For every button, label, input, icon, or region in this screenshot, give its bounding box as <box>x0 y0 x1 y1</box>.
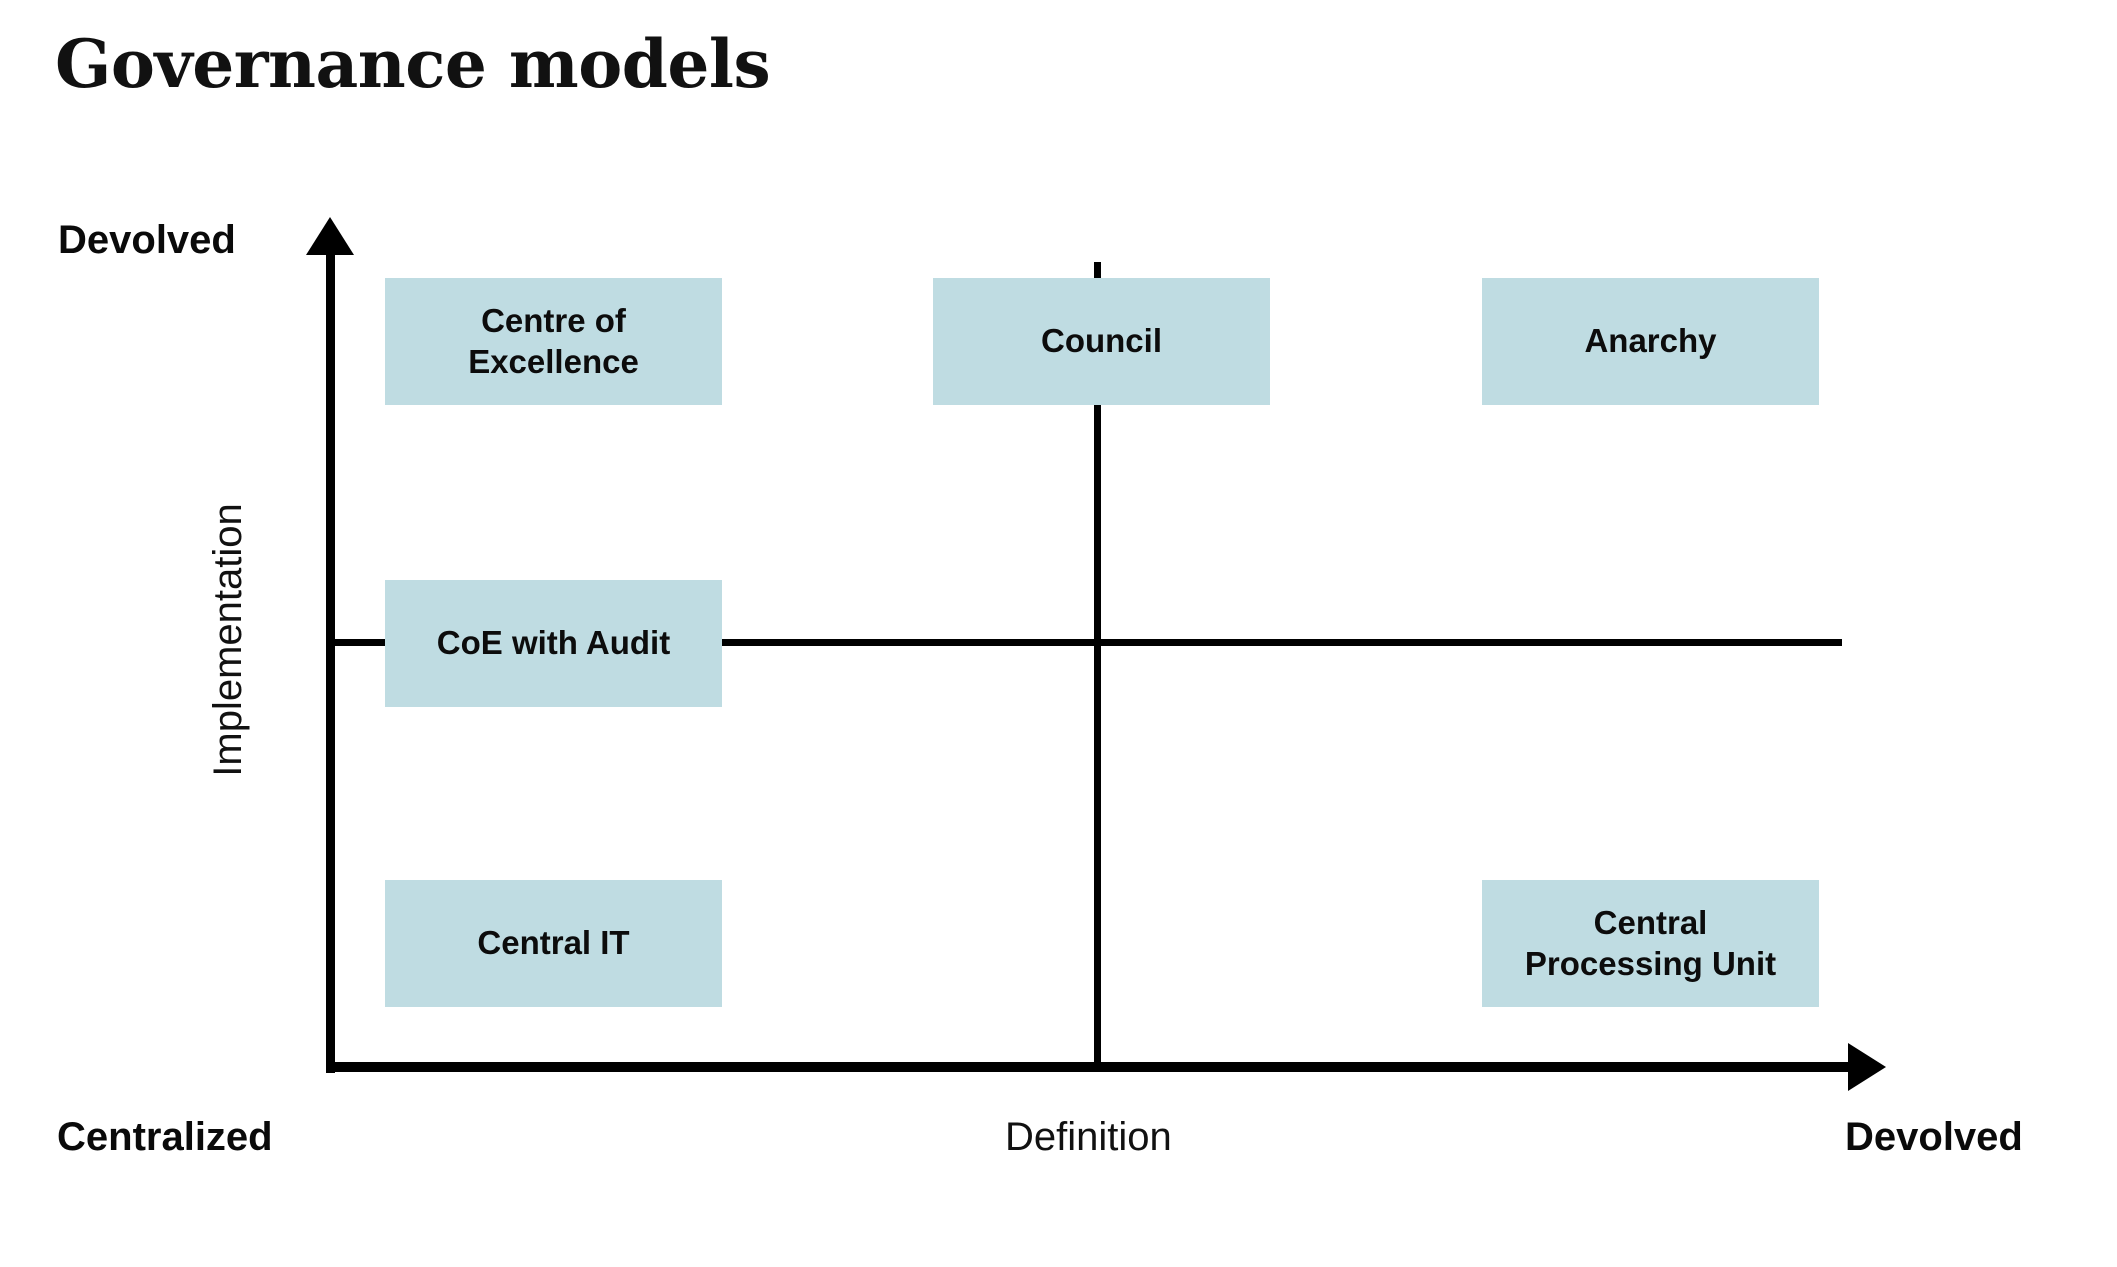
model-box[interactable]: Central IT <box>385 880 722 1007</box>
y-axis-name: Implementation <box>206 503 250 777</box>
model-box[interactable]: Anarchy <box>1482 278 1819 405</box>
horizontal-midline <box>330 639 1842 646</box>
x-axis-arrowhead-icon <box>1848 1043 1886 1091</box>
y-axis-high-label: Devolved <box>58 218 236 262</box>
x-axis-low-label: Centralized <box>57 1115 273 1159</box>
y-axis-line <box>326 238 335 1073</box>
model-box[interactable]: Central Processing Unit <box>1482 880 1819 1007</box>
model-box[interactable]: Council <box>933 278 1270 405</box>
page-title: Governance models <box>55 25 771 103</box>
y-axis-arrowhead-icon <box>306 217 354 255</box>
x-axis-high-label: Devolved <box>1845 1115 2023 1159</box>
model-box[interactable]: CoE with Audit <box>385 580 722 707</box>
x-axis-name: Definition <box>1005 1115 1172 1159</box>
x-axis-line <box>326 1062 1856 1072</box>
model-box[interactable]: Centre of Excellence <box>385 278 722 405</box>
vertical-midline <box>1094 262 1101 1069</box>
